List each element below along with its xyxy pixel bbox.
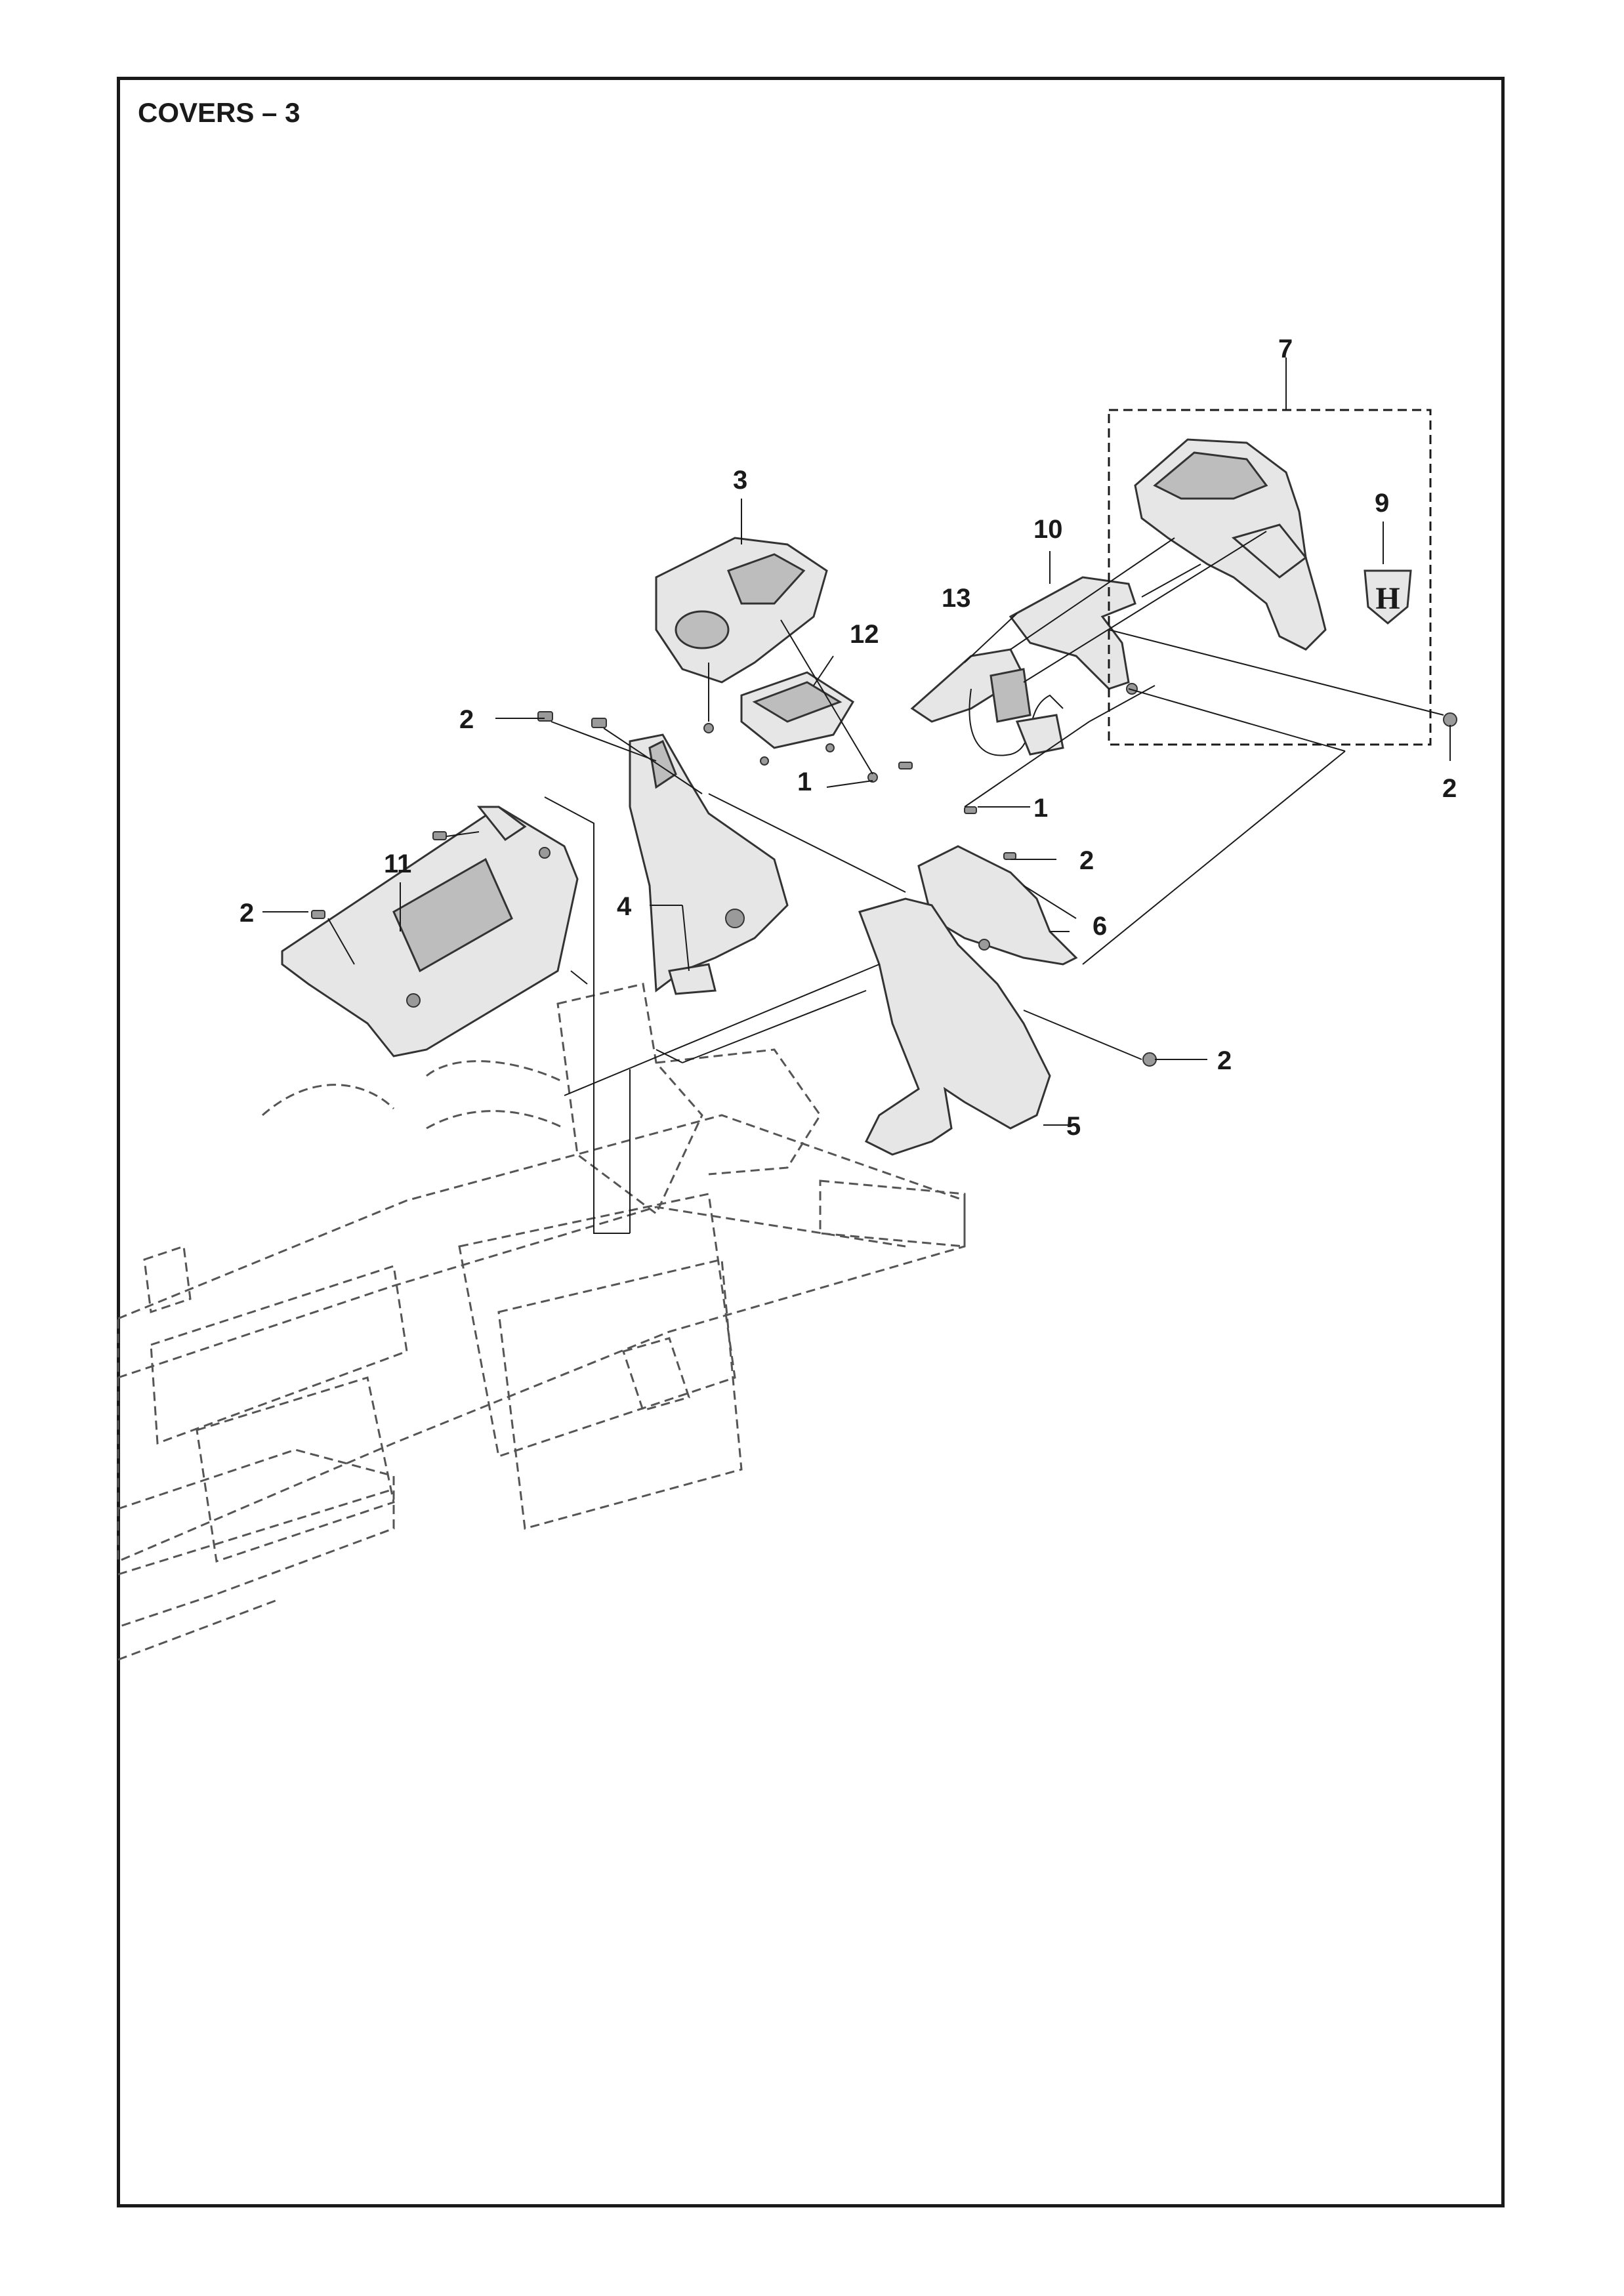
page-border (117, 77, 1505, 2207)
page-title: COVERS – 3 (138, 97, 301, 128)
callout-1b: 1 (1033, 794, 1048, 823)
husqvarna-logo-icon: H (1375, 581, 1400, 616)
callout-1a: 1 (797, 768, 812, 796)
callout-12: 12 (850, 620, 879, 649)
callout-5: 5 (1066, 1112, 1081, 1141)
callout-labels: 1 1 2 2 2 2 2 3 4 5 6 7 9 10 11 12 13 (239, 335, 1457, 1141)
callout-4: 4 (617, 892, 632, 921)
part-12-display-module (740, 671, 855, 766)
part-4-center-cover (629, 733, 789, 995)
part-7-group-box (1108, 409, 1432, 746)
part-3-dashboard-cover (655, 537, 878, 783)
callout-2a: 2 (459, 705, 474, 734)
callout-2e: 2 (1442, 774, 1457, 803)
part-13-wiring-bracket (910, 648, 1064, 756)
part-11-left-cover (281, 806, 579, 1057)
callout-9: 9 (1375, 489, 1389, 518)
part-10-cover (1009, 576, 1136, 690)
callout-10: 10 (1033, 515, 1063, 544)
callout-6: 6 (1093, 912, 1107, 941)
chassis-frame-outline (117, 983, 966, 1661)
part-9-husqvarna-logo: H (1364, 569, 1412, 625)
callout-2b: 2 (239, 899, 254, 928)
leader-lines (262, 358, 1451, 1233)
part-6-side-cover (917, 845, 1078, 966)
part-7-steering-cover (1134, 438, 1327, 651)
callout-7: 7 (1278, 335, 1293, 363)
part-5-lower-cover (858, 897, 1051, 1156)
callout-3: 3 (733, 466, 747, 495)
callout-2c: 2 (1079, 846, 1094, 875)
callout-11: 11 (384, 850, 411, 878)
callout-13: 13 (942, 584, 971, 613)
callout-2d: 2 (1217, 1046, 1232, 1075)
